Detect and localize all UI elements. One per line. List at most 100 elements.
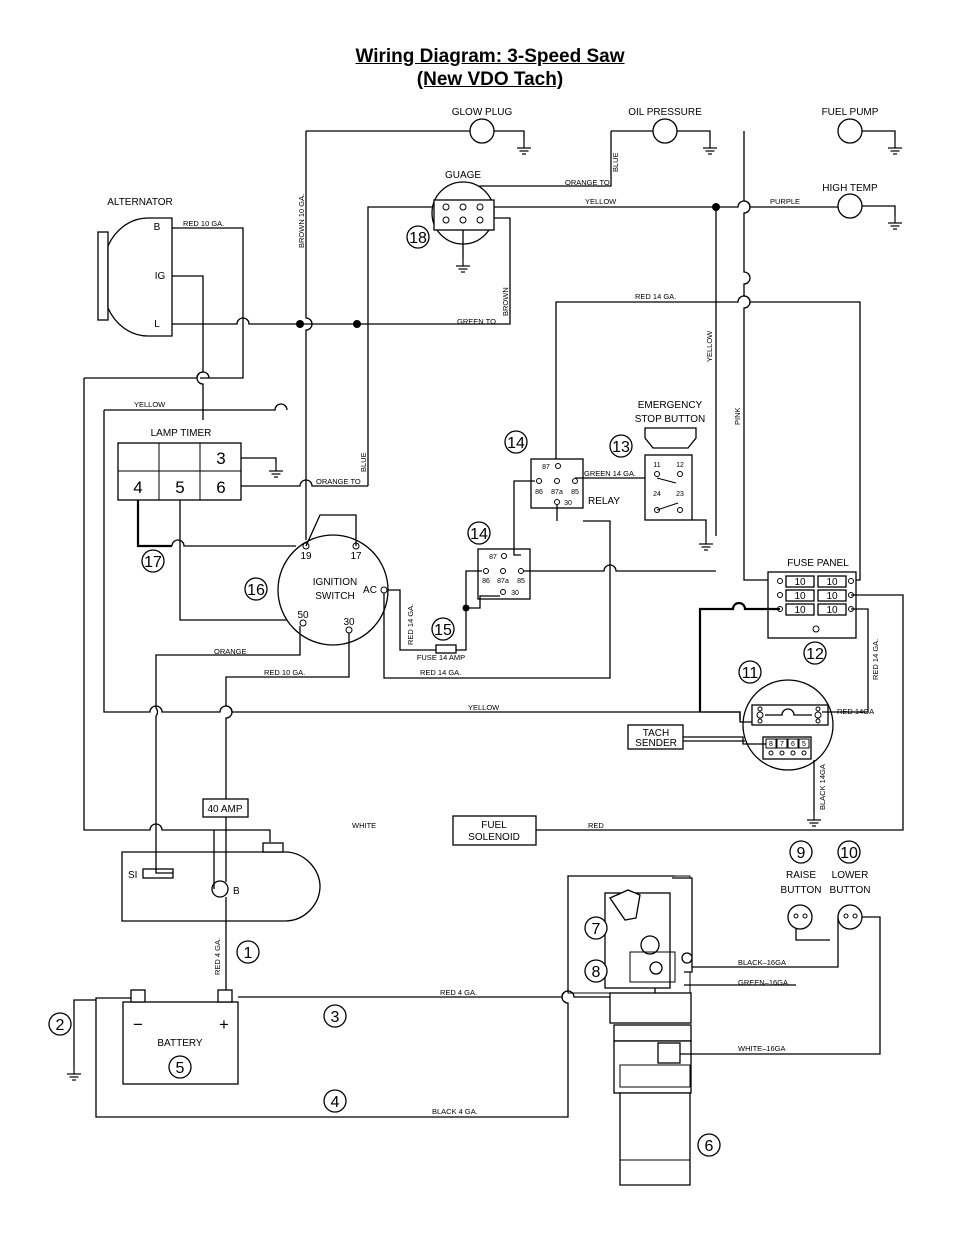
timer-terminal-3: 3 bbox=[216, 449, 225, 468]
estop-label-1: EMERGENCY bbox=[638, 400, 703, 411]
wire-label-blue-top: BLUE bbox=[611, 152, 620, 172]
timer-terminal-5: 5 bbox=[175, 478, 184, 497]
tach-pin-6: 6 bbox=[791, 741, 795, 748]
fuel-solenoid-label-2: SOLENOID bbox=[468, 832, 520, 843]
high-temp-label: HIGH TEMP bbox=[822, 183, 878, 194]
relay-lower-30: 30 bbox=[511, 590, 519, 597]
tach-pin-8: 8 bbox=[769, 741, 773, 748]
battery-minus: − bbox=[133, 1015, 143, 1034]
ign-terminal-19: 19 bbox=[300, 551, 312, 562]
callout-14-upper: 14 bbox=[504, 430, 528, 454]
fuel-solenoid-label-1: FUEL bbox=[481, 820, 507, 831]
callout-7: 7 bbox=[584, 916, 608, 940]
callout-16-text: 16 bbox=[247, 582, 265, 599]
callout-10-text: 10 bbox=[840, 845, 858, 862]
wire-label-orange-to-timer: ORANGE TO bbox=[316, 477, 361, 486]
guage-label: GUAGE bbox=[445, 170, 481, 181]
callout-13: 13 bbox=[609, 434, 633, 458]
estop-terminal-23: 23 bbox=[676, 491, 684, 498]
fuse-14-amp: FUSE 14 AMP bbox=[417, 608, 467, 662]
wire-label-yellow-guage: YELLOW bbox=[585, 197, 617, 206]
callout-5: 5 bbox=[168, 1055, 192, 1079]
callout-18-text: 18 bbox=[409, 230, 427, 247]
fuse-panel-label: FUSE PANEL bbox=[787, 558, 849, 569]
callout-1: 1 bbox=[236, 940, 260, 964]
ignition-switch: 19 17 IGNITION SWITCH AC 50 30 bbox=[277, 514, 389, 646]
wire-label-yellow-vert: YELLOW bbox=[705, 330, 714, 362]
callout-3: 3 bbox=[323, 1004, 347, 1028]
wire-label-brown-10: BROWN 10 GA. bbox=[297, 194, 306, 248]
tach-sender-label-2: SENDER bbox=[635, 738, 677, 749]
callout-17: 17 bbox=[141, 549, 165, 573]
title-line-1: Wiring Diagram: 3-Speed Saw bbox=[355, 46, 625, 67]
callout-9: 9 bbox=[789, 840, 813, 864]
high-temp: HIGH TEMP bbox=[822, 183, 903, 230]
raise-button-label-2: BUTTON bbox=[781, 885, 822, 896]
fuse-10-f: 10 bbox=[826, 605, 838, 616]
relay-lower-87: 87 bbox=[489, 554, 497, 561]
ign-terminal-ac: AC bbox=[363, 585, 377, 596]
callout-12: 12 bbox=[803, 641, 827, 665]
wire-label-red-4-horz: RED 4 GA. bbox=[440, 988, 477, 997]
pump-motor bbox=[567, 875, 693, 1186]
callout-1-text: 1 bbox=[244, 945, 253, 962]
ground-symbol bbox=[806, 811, 822, 827]
callout-16: 16 bbox=[244, 577, 268, 601]
relay-lower-85: 85 bbox=[517, 578, 525, 585]
fuse-10-a: 10 bbox=[794, 577, 806, 588]
relay-lower: 87 86 87a 85 30 bbox=[477, 548, 531, 600]
fuse-10-d: 10 bbox=[826, 591, 838, 602]
callout-2: 2 bbox=[48, 1012, 72, 1036]
ground-symbol bbox=[66, 1065, 82, 1081]
callout-2-text: 2 bbox=[56, 1017, 65, 1034]
ground-symbol bbox=[516, 139, 532, 155]
tach-sender-label-1: TACH bbox=[643, 728, 669, 739]
ground-symbol bbox=[887, 214, 903, 230]
wire-label-orange: ORANGE bbox=[214, 647, 247, 656]
wire-label-purple: PURPLE bbox=[770, 197, 800, 206]
fuse-40-label: 40 AMP bbox=[207, 804, 242, 815]
fuse-40-amp: 40 AMP bbox=[202, 798, 249, 818]
fuse-10-e: 10 bbox=[794, 605, 806, 616]
lower-button-label-2: BUTTON bbox=[830, 885, 871, 896]
callout-10: 10 bbox=[837, 840, 861, 864]
tach: 8 7 6 5 bbox=[742, 679, 834, 771]
callout-8: 8 bbox=[584, 959, 608, 983]
fuse-panel: FUSE PANEL 10 10 10 10 10 10 bbox=[767, 558, 857, 639]
callout-17-text: 17 bbox=[144, 554, 162, 571]
ignition-label-1: IGNITION bbox=[313, 577, 357, 588]
oil-pressure-sensor bbox=[652, 118, 678, 144]
wire-label-red-10-ign: RED 10 GA. bbox=[264, 668, 305, 677]
wire-label-green-14: GREEN 14 GA. bbox=[584, 469, 636, 478]
guage: GUAGE bbox=[431, 170, 495, 273]
wire-label-blue-timer: BLUE bbox=[359, 452, 368, 472]
wire-label-pink: PINK bbox=[733, 407, 742, 425]
callout-12-text: 12 bbox=[806, 646, 824, 663]
lamp-timer-label: LAMP TIMER bbox=[151, 428, 212, 439]
wire-label-black-4: BLACK 4 GA. bbox=[432, 1107, 478, 1116]
callout-8-text: 8 bbox=[592, 964, 601, 981]
wire-label-orange-to-top: ORANGE TO bbox=[565, 178, 610, 187]
oil-pressure-label: OIL PRESSURE bbox=[628, 107, 702, 118]
ignition-label-2: SWITCH bbox=[315, 591, 354, 602]
battery-plus: + bbox=[219, 1015, 229, 1034]
callout-18: 18 bbox=[406, 225, 430, 249]
callout-14-lower: 14 bbox=[467, 521, 491, 545]
callout-11: 11 bbox=[738, 660, 762, 684]
callout-4-text: 4 bbox=[331, 1094, 340, 1111]
callout-3-text: 3 bbox=[331, 1009, 340, 1026]
callout-9-text: 9 bbox=[797, 845, 806, 862]
fuel-pump-label: FUEL PUMP bbox=[822, 107, 879, 118]
callout-15: 15 bbox=[431, 617, 455, 641]
fuel-pump-sensor bbox=[837, 118, 863, 144]
callout-5-text: 5 bbox=[176, 1060, 185, 1077]
wire-label-red-14ga-tach: RED 14GA bbox=[837, 707, 874, 716]
fuse-10-c: 10 bbox=[794, 591, 806, 602]
wire-label-white-16: WHITE–16GA bbox=[738, 1044, 786, 1053]
tach-sender: TACH SENDER bbox=[627, 724, 684, 750]
tach-pin-5: 5 bbox=[802, 741, 806, 748]
callout-4: 4 bbox=[323, 1089, 347, 1113]
wire-label-black-16: BLACK–16GA bbox=[738, 958, 786, 967]
callout-11-text: 11 bbox=[742, 665, 759, 682]
callout-6: 6 bbox=[697, 1133, 721, 1157]
